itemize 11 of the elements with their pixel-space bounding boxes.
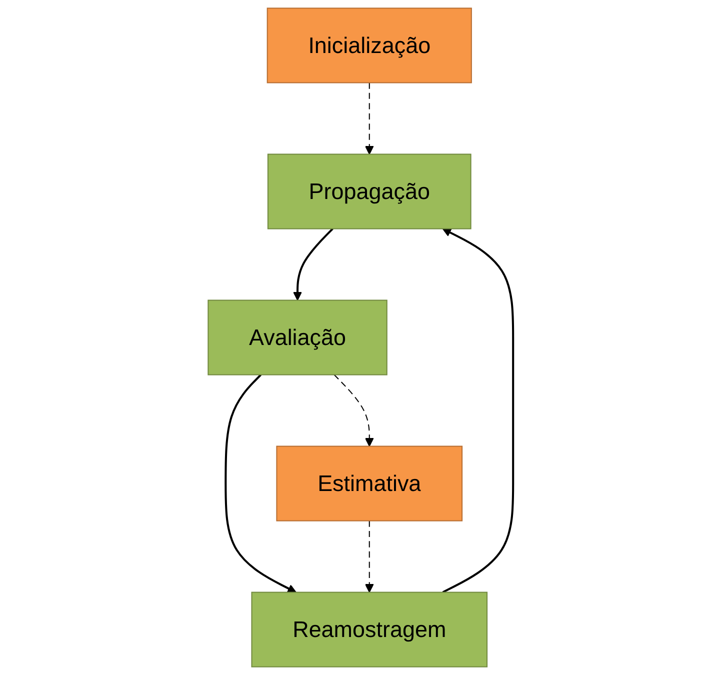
arrow bbox=[224, 374, 296, 593]
arrow bbox=[292, 228, 334, 301]
node-box: Propagação bbox=[267, 154, 472, 230]
arrow bbox=[364, 520, 374, 593]
arrow bbox=[364, 82, 374, 155]
node-box: Inicialização bbox=[266, 8, 472, 84]
node-box: Avaliação bbox=[208, 300, 388, 376]
arrow bbox=[442, 228, 514, 594]
node-box: Estimativa bbox=[276, 446, 462, 522]
node-box: Reamostragem bbox=[251, 592, 488, 668]
arrow bbox=[334, 374, 374, 447]
